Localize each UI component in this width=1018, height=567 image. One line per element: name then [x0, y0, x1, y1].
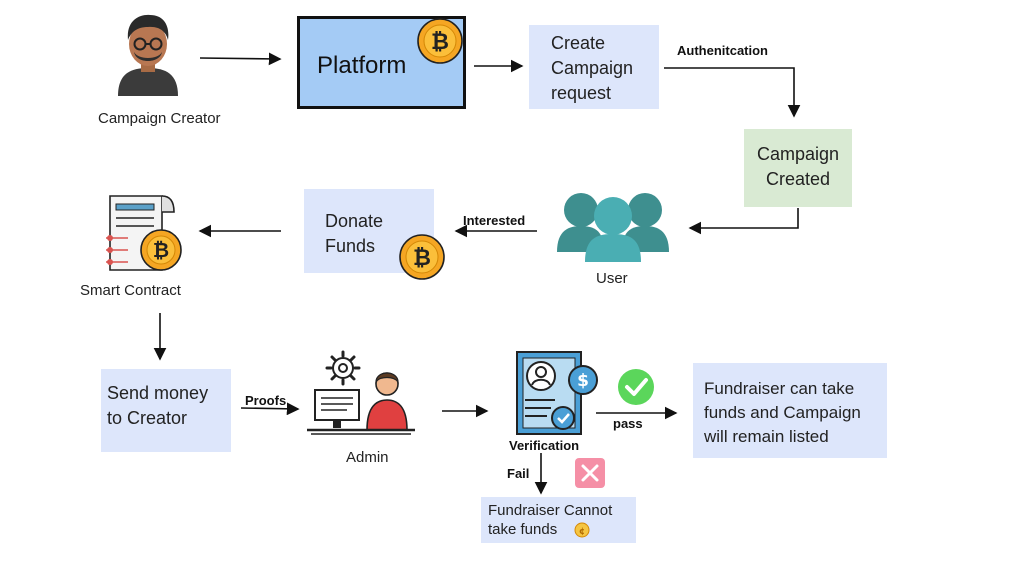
create-request-box: Create Campaign request [529, 25, 659, 109]
campaign-created-line-1: Campaign [756, 144, 840, 164]
arrow-request-to-created [664, 67, 801, 118]
svg-text:₿: ₿ [153, 238, 169, 262]
pass-edge-label: pass [613, 416, 643, 431]
fail-line-2: take funds [488, 521, 558, 538]
verification-label: Verification [509, 438, 580, 453]
verification-document-icon: $ [516, 351, 598, 435]
campaign-created-box: Campaign Created [744, 129, 852, 207]
donate-funds-box: Donate Funds [304, 189, 434, 273]
campaign-creator-label: Campaign Creator [98, 110, 221, 127]
fail-edge-label: Fail [507, 466, 530, 481]
svg-text:₿: ₿ [413, 246, 431, 271]
admin-computer-icon [307, 350, 415, 435]
cross-icon [575, 458, 605, 488]
admin-node: Admin [305, 350, 420, 470]
svg-text:₿: ₿ [431, 30, 449, 55]
smart-contract-node: ₿ Smart Contract [78, 192, 208, 302]
fail-outcome-box: Fundraiser Cannot take funds ¢ [481, 497, 636, 543]
svg-text:¢: ¢ [579, 527, 585, 537]
users-group-icon [557, 193, 669, 262]
donate-funds-line-2: Funds [325, 236, 376, 256]
coin-icon: ¢ [574, 522, 590, 538]
interested-edge-label: Interested [463, 213, 526, 228]
create-request-line-2: Campaign [551, 58, 634, 78]
verification-node: $ Verification [505, 350, 605, 455]
smart-contract-label: Smart Contract [80, 282, 181, 299]
success-line-1: Fundraiser can take [704, 379, 855, 398]
arrow-creator-to-platform [199, 52, 282, 66]
arrow-created-to-user [688, 208, 799, 235]
user-label: User [596, 270, 628, 287]
campaign-creator-node: Campaign Creator [98, 10, 240, 135]
success-line-3: will remain listed [704, 427, 829, 446]
authentication-edge-label: Authenitcation [677, 43, 768, 58]
success-line-2: funds and Campaign [704, 403, 861, 422]
campaign-created-line-2: Created [765, 169, 831, 189]
proofs-edge-label: Proofs [245, 393, 287, 408]
fail-line-1: Fundraiser Cannot [488, 502, 613, 519]
success-outcome-box: Fundraiser can take funds and Campaign w… [693, 363, 887, 458]
create-request-line-3: request [551, 83, 612, 103]
bitcoin-coin-icon: ₿ [417, 18, 463, 64]
contract-document-icon: ₿ [106, 195, 182, 271]
send-money-line-1: Send money [107, 383, 209, 403]
admin-label: Admin [346, 449, 389, 466]
create-request-line-1: Create [551, 33, 606, 53]
send-money-line-2: to Creator [107, 408, 188, 428]
send-money-box: Send money to Creator [101, 369, 231, 452]
donate-funds-line-1: Donate [325, 211, 384, 231]
person-avatar-icon [118, 14, 178, 96]
bitcoin-coin-icon: ₿ [399, 234, 445, 280]
check-circle-icon [618, 369, 654, 405]
user-node: User [555, 190, 670, 290]
svg-text:$: $ [577, 371, 589, 391]
platform-label: Platform [317, 52, 407, 79]
arrow-send-to-admin [240, 402, 300, 416]
